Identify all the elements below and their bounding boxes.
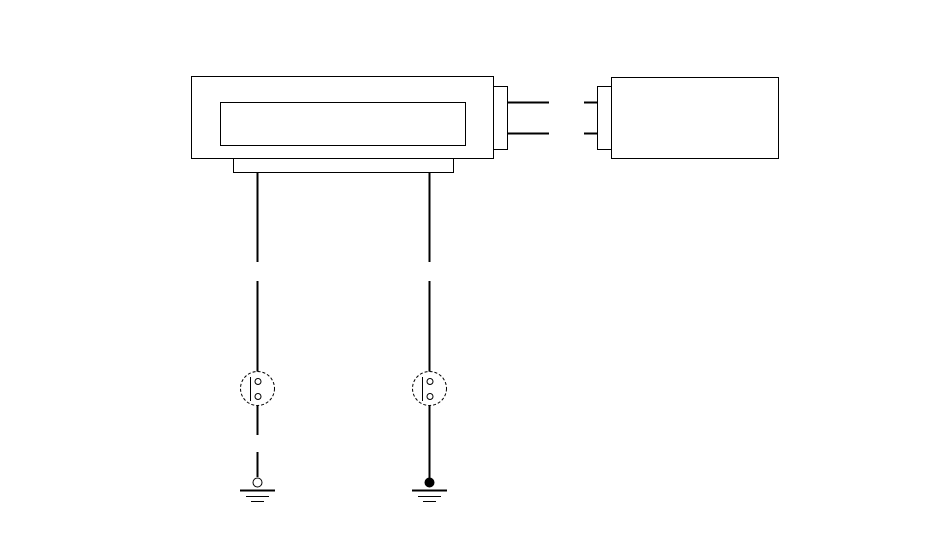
remote-unit-socket bbox=[597, 86, 612, 150]
connector-male bbox=[493, 86, 549, 150]
control-unit-bottom-connector bbox=[233, 158, 454, 173]
remote-unit bbox=[584, 77, 779, 159]
control-unit-display-window bbox=[220, 102, 466, 146]
connector-right-pin-top bbox=[426, 378, 434, 385]
connector-left-pin-bottom bbox=[254, 393, 262, 400]
connector-right-shell bbox=[412, 371, 447, 406]
ground-left-terminal bbox=[252, 477, 263, 488]
connector-right bbox=[412, 371, 447, 406]
remote-unit-body bbox=[611, 77, 779, 159]
connector-left-pin-top bbox=[254, 378, 262, 385]
connector-male-housing bbox=[493, 86, 508, 150]
connector-left bbox=[240, 371, 275, 406]
connector-left-shell bbox=[240, 371, 275, 406]
connector-right-pin-bottom bbox=[426, 393, 434, 400]
control-unit bbox=[191, 76, 494, 173]
ground-left bbox=[240, 477, 275, 502]
ground-right bbox=[412, 477, 447, 502]
ground-right-terminal bbox=[424, 477, 435, 488]
